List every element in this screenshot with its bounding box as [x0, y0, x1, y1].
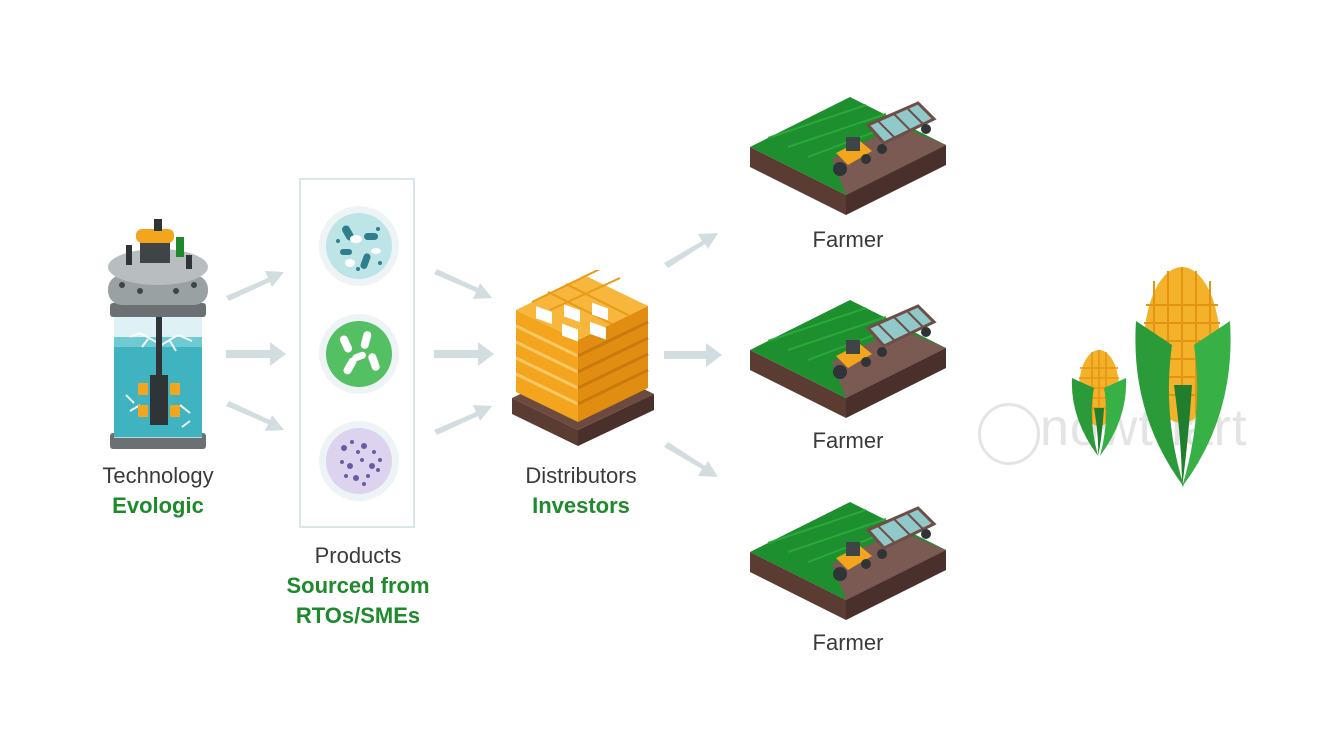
- products-highlight-line2: RTOs/SMEs: [295, 603, 421, 628]
- arrow-icon: [226, 342, 286, 366]
- technology-title: Technology: [102, 463, 214, 488]
- farmer-label: Farmer: [812, 630, 884, 655]
- arrow-icon: [664, 343, 722, 367]
- technology-highlight: Evologic: [112, 493, 204, 518]
- farmer-label: Farmer: [812, 428, 884, 453]
- farm-field-tractor-icon: [750, 300, 946, 418]
- products-panel: [299, 178, 415, 528]
- corn-icon: [1071, 350, 1127, 456]
- arrows-distributors-to-farmers: [664, 233, 722, 477]
- arrow-icon: [434, 269, 492, 299]
- arrow-icon: [664, 442, 718, 477]
- distributors-highlight: Investors: [532, 493, 630, 518]
- products-highlight-line1: Sourced from: [286, 573, 430, 598]
- arrows-products-to-distributors: [434, 269, 494, 435]
- microbe-dish-icon: [319, 421, 399, 501]
- arrow-icon: [434, 342, 494, 366]
- arrows-tech-to-products: [226, 271, 286, 431]
- fertilizer-pallet-icon: [512, 270, 654, 446]
- arrow-icon: [226, 271, 284, 301]
- microbe-dish-icon: [319, 314, 399, 394]
- arrow-icon: [434, 405, 492, 435]
- arrow-icon: [226, 401, 284, 431]
- farm-field-tractor-icon: [750, 502, 946, 620]
- watermark-logo-icon: [978, 403, 1040, 465]
- bioreactor-icon: [108, 219, 208, 449]
- farm-field-tractor-icon: [750, 97, 946, 215]
- corn-icon: [1135, 267, 1231, 487]
- distributors-title: Distributors: [525, 463, 637, 488]
- products-title: Products: [314, 543, 402, 568]
- microbe-dish-icon: [319, 206, 399, 286]
- arrow-icon: [664, 233, 718, 268]
- farmer-label: Farmer: [812, 227, 884, 252]
